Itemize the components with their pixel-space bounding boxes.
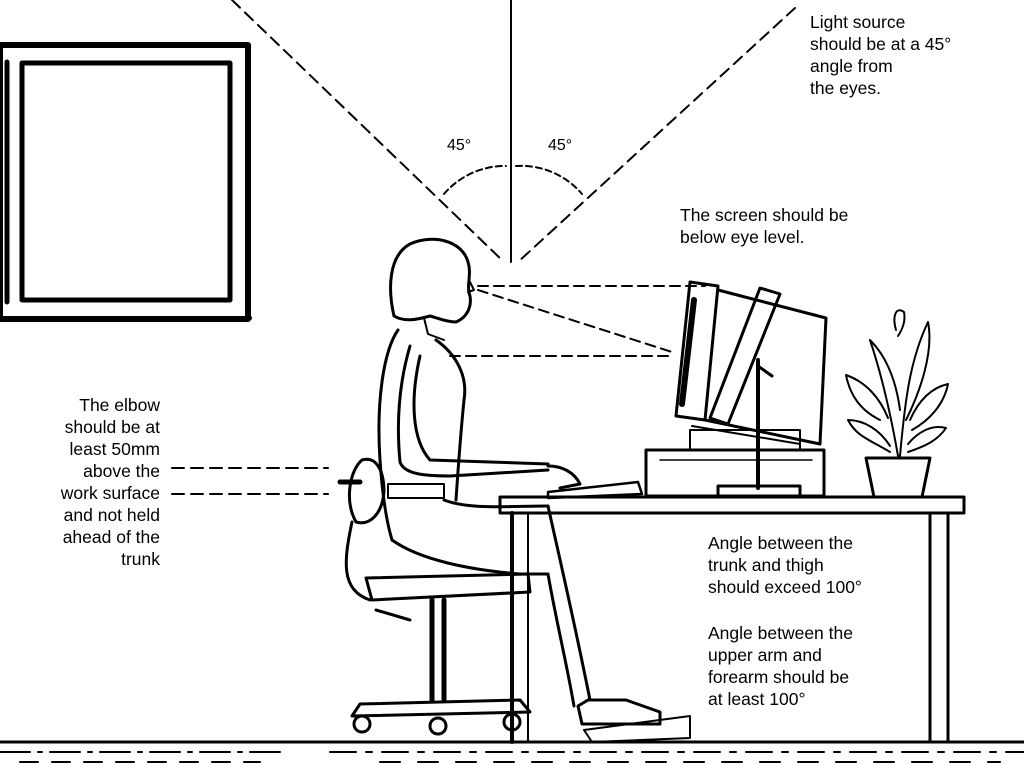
- arm-angle-line-2: upper arm and: [708, 645, 822, 665]
- elbow-line-text-5: work surface: [60, 483, 160, 503]
- light-line-left: [231, 0, 505, 263]
- trunk-thigh-line-1: Angle between the: [708, 533, 853, 553]
- angle-arc-right: [515, 164, 583, 195]
- window: [0, 42, 252, 322]
- light-source-line-4: the eyes.: [810, 78, 882, 98]
- angle-arc-left: [443, 164, 507, 195]
- trunk-thigh-note: Angle between the trunk and thigh should…: [708, 532, 862, 598]
- screen-line-1: The screen should be: [680, 205, 849, 225]
- light-source-line-2: should be at a 45°: [810, 34, 952, 54]
- document-holder: [708, 286, 802, 498]
- monitor: [674, 280, 828, 446]
- floor: [0, 740, 1024, 763]
- elbow-line-text-7: ahead of the: [62, 527, 160, 547]
- elbow-line-text-4: above the: [83, 461, 160, 481]
- arm-angle-line-4: at least 100°: [708, 689, 806, 709]
- light-source-line-1: Light source: [810, 12, 906, 32]
- screen-note: The screen should be below eye level.: [680, 204, 848, 248]
- elbow-note: The elbow should be at least 50mm above …: [61, 394, 160, 570]
- elbow-line-text-3: least 50mm: [69, 439, 160, 459]
- light-source-note: Light source should be at a 45° angle fr…: [810, 11, 951, 99]
- arm-angle-line-1: Angle between the: [708, 623, 853, 643]
- chair: [337, 457, 532, 736]
- angle-label-left: 45°: [447, 137, 472, 154]
- person: [377, 237, 691, 743]
- elbow-line-text-1: The elbow: [79, 395, 160, 415]
- keyboard: [546, 480, 644, 500]
- light-line-right: [517, 7, 796, 263]
- elbow-line-text-8: trunk: [121, 549, 160, 569]
- trunk-thigh-line-2: trunk and thigh: [708, 555, 824, 575]
- trunk-thigh-line-3: should exceed 100°: [708, 577, 862, 597]
- sight-line-mid: [477, 289, 673, 353]
- arm-angle-line-3: forearm should be: [708, 667, 850, 687]
- elbow-line-text-2: should be at: [64, 417, 160, 437]
- light-source-line-3: angle from: [810, 56, 893, 76]
- arm-angle-note: Angle between the upper arm and forearm …: [708, 622, 853, 710]
- angle-label-right: 45°: [548, 137, 573, 154]
- elbow-line-text-6: and not held: [63, 505, 160, 525]
- screen-line-2: below eye level.: [680, 227, 805, 247]
- plant: [845, 309, 949, 499]
